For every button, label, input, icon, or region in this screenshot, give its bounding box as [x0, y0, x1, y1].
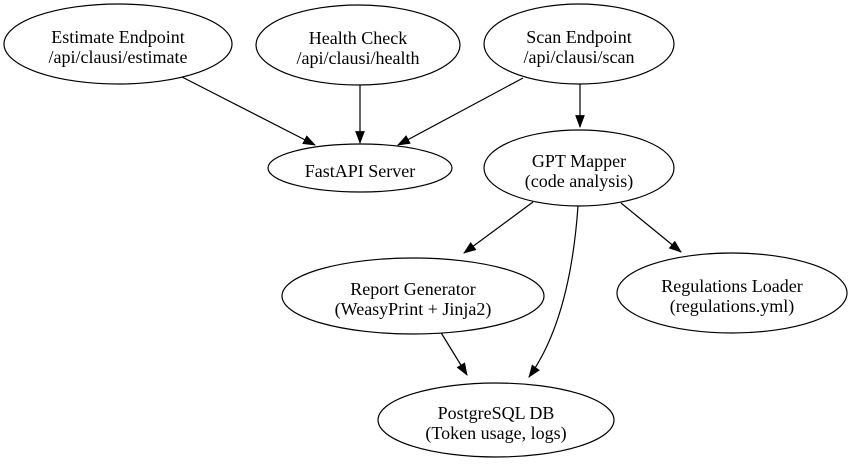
node-scan-endpoint: Scan Endpoint/api/clausi/scan — [483, 3, 675, 85]
node-ellipse-estimate-endpoint — [3, 3, 233, 85]
node-ellipse-scan-endpoint — [483, 3, 675, 85]
node-label-postgresql-db: PostgreSQL DB(Token usage, logs) — [425, 403, 566, 444]
node-ellipse-report-generator — [281, 257, 545, 335]
node-ellipse-gpt-mapper — [483, 129, 675, 207]
node-label-line: (regulations.yml) — [670, 296, 794, 317]
edges-layer — [181, 76, 682, 378]
node-fastapi-server: FastAPI Server — [267, 143, 453, 193]
node-label-fastapi-server: FastAPI Server — [305, 161, 416, 181]
node-label-line: Estimate Endpoint — [51, 27, 184, 47]
node-health-check: Health Check/api/clausi/health — [255, 4, 461, 86]
node-label-line: (WeasyPrint + Jinja2) — [335, 299, 492, 320]
node-label-line: GPT Mapper — [532, 151, 626, 171]
node-label-line: /api/clausi/estimate — [49, 47, 188, 67]
edge-gpt-mapper-to-report-generator — [463, 201, 534, 254]
node-label-scan-endpoint: Scan Endpoint/api/clausi/scan — [524, 27, 635, 67]
node-gpt-mapper: GPT Mapper(code analysis) — [483, 129, 675, 207]
node-label-line: /api/clausi/health — [297, 48, 420, 68]
node-ellipse-postgresql-db — [377, 382, 615, 458]
edge-report-generator-to-postgresql-db — [439, 330, 468, 376]
node-label-line: Regulations Loader — [661, 276, 802, 296]
node-label-line: FastAPI Server — [305, 161, 416, 181]
nodes-layer: Estimate Endpoint/api/clausi/estimate Hea… — [3, 3, 848, 458]
node-label-regulations-loader: Regulations Loader(regulations.yml) — [661, 276, 802, 317]
node-ellipse-fastapi-server — [267, 143, 453, 193]
edge-scan-endpoint-to-fastapi-server — [397, 77, 524, 146]
node-label-report-generator: Report Generator(WeasyPrint + Jinja2) — [335, 279, 492, 320]
node-report-generator: Report Generator(WeasyPrint + Jinja2) — [281, 257, 545, 335]
node-label-line: Report Generator — [350, 279, 475, 299]
node-label-line: (Token usage, logs) — [425, 423, 566, 444]
node-label-estimate-endpoint: Estimate Endpoint/api/clausi/estimate — [49, 27, 188, 67]
node-label-line: PostgreSQL DB — [438, 403, 555, 423]
node-label-gpt-mapper: GPT Mapper(code analysis) — [525, 151, 633, 192]
node-postgresql-db: PostgreSQL DB(Token usage, logs) — [377, 382, 615, 458]
node-ellipse-regulations-loader — [616, 252, 848, 334]
node-label-health-check: Health Check/api/clausi/health — [297, 28, 420, 68]
edge-gpt-mapper-to-regulations-loader — [620, 202, 682, 253]
edge-gpt-mapper-to-postgresql-db — [528, 205, 579, 378]
node-label-line: /api/clausi/scan — [524, 47, 635, 67]
node-regulations-loader: Regulations Loader(regulations.yml) — [616, 252, 848, 334]
node-label-line: (code analysis) — [525, 171, 633, 192]
node-ellipse-health-check — [255, 4, 461, 86]
node-label-line: Scan Endpoint — [526, 27, 632, 47]
node-estimate-endpoint: Estimate Endpoint/api/clausi/estimate — [3, 3, 233, 85]
node-label-line: Health Check — [309, 28, 407, 48]
edge-estimate-endpoint-to-fastapi-server — [181, 76, 316, 146]
